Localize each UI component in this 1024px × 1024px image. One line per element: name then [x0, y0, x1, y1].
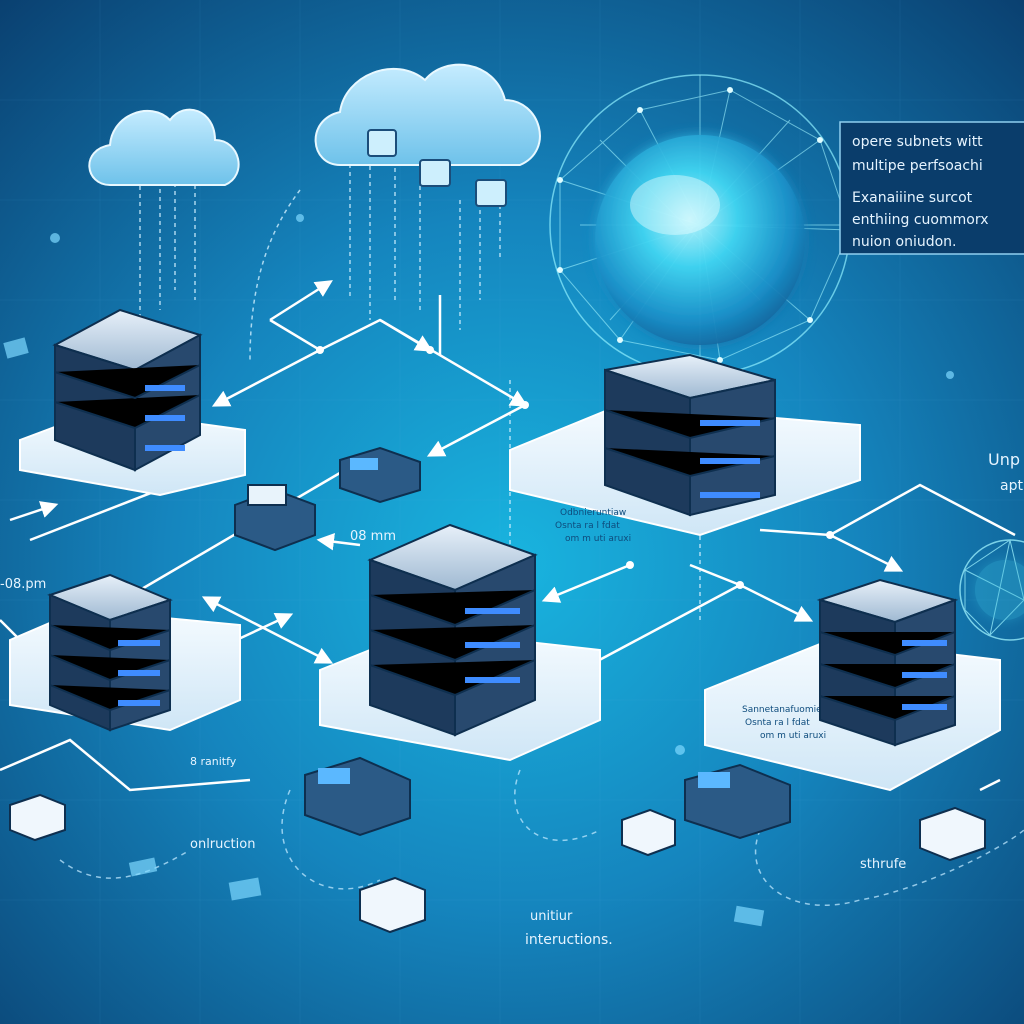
glow-dot-icon	[946, 371, 954, 379]
info-panel-line: opere subnets witt	[852, 134, 983, 150]
network-switch	[234, 484, 316, 552]
network-switch	[304, 756, 411, 837]
document-icon	[228, 877, 262, 901]
info-panel-line: Exanaiiine surcot	[852, 190, 973, 206]
connection-arrow	[979, 778, 1001, 792]
label-server-left-bottom: 8 ranitfy	[190, 755, 237, 768]
secondary-globe	[959, 539, 1024, 641]
platform-caption: Osnta ra l fdat	[745, 718, 810, 728]
globe-highlight	[630, 175, 720, 235]
label-bottom-right: sthrufe	[860, 857, 906, 872]
globe-nodes	[557, 87, 853, 363]
cloud-left	[88, 108, 240, 186]
cloud-center	[314, 63, 541, 207]
floating-icons	[3, 214, 954, 927]
connection-arrow	[379, 318, 529, 407]
server-rack-bottom-right	[816, 578, 959, 747]
network-globe	[549, 74, 853, 376]
platform-caption: Osnta ra l fdat	[555, 521, 620, 531]
edge-device	[919, 806, 986, 862]
network-switch	[339, 446, 421, 504]
edge-device	[9, 793, 66, 842]
connection-arrow	[829, 533, 904, 572]
info-panel: opere subnets witt multipe perfsoachi Ex…	[839, 121, 1024, 255]
connection-arrow	[426, 403, 526, 457]
label-bottom-center-1: unitiur	[530, 909, 573, 924]
connection-arrow	[269, 280, 333, 322]
connection-arrow	[0, 738, 251, 792]
label-bottom-left: onlruction	[190, 837, 255, 852]
platform-caption: om m uti aruxi	[760, 731, 826, 741]
info-panel-line: enthiing cuommorx	[852, 212, 988, 228]
connection-arrow	[9, 501, 59, 522]
platform-caption: om m uti aruxi	[565, 534, 631, 544]
document-icon	[3, 337, 29, 359]
platform-caption: Sannetanafuomieruig	[742, 705, 839, 715]
connection-arrow	[316, 533, 361, 551]
connection-arrow	[541, 563, 631, 603]
cloud-device-icon	[419, 159, 451, 187]
server-rack-top-left	[52, 308, 203, 472]
connection-arrow	[759, 483, 1016, 537]
label-right-top: Unp	[988, 450, 1020, 469]
edge-device	[621, 808, 676, 857]
server-rack-center	[367, 523, 538, 737]
cloud-device-icon	[367, 129, 397, 157]
label-left-time: -08.pm	[0, 577, 46, 592]
platform-caption: Odbnieruntiaw	[560, 508, 626, 518]
server-rack-bottom-left	[47, 573, 173, 732]
cloud-device-icon	[475, 179, 507, 207]
document-icon	[733, 905, 765, 927]
glow-dot-icon	[50, 233, 60, 243]
label-right-second: apt	[1000, 478, 1023, 494]
connection-nodes	[316, 346, 834, 589]
glow-dot-icon	[675, 745, 685, 755]
label-bottom-center-2: inteructions.	[525, 932, 613, 948]
info-panel-line: multipe perfsoachi	[852, 158, 983, 174]
label-center-time: 08 mm	[350, 529, 396, 544]
network-switch	[684, 763, 791, 840]
document-icon	[128, 857, 158, 877]
edge-device	[359, 876, 426, 934]
globe-core	[595, 135, 805, 345]
connection-arrow	[589, 583, 741, 667]
wireless-links	[59, 769, 1024, 906]
server-rack-top-right	[604, 353, 776, 517]
cloud-data-streams	[139, 140, 701, 640]
info-panel-line: nuion oniudon.	[852, 234, 957, 250]
connection-arrow	[201, 596, 334, 664]
glow-dot-icon	[296, 214, 304, 222]
